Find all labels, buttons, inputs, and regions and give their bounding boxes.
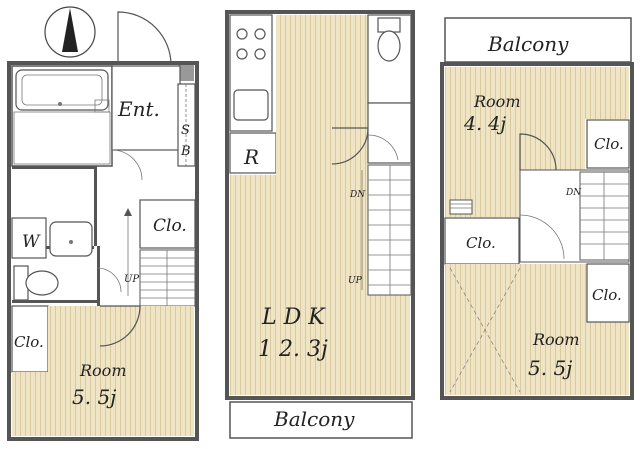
stairs-up — [124, 208, 196, 307]
stairs-dn-label-f3: DN — [565, 188, 582, 198]
stairs-up-label-f2: UP — [348, 276, 363, 286]
floor3-plan — [440, 17, 634, 400]
shoe-box-s-label: S — [181, 123, 190, 138]
washer-label: W — [22, 232, 41, 252]
floor1-plan — [7, 11, 199, 441]
ldk-size: 1 2. 3j — [258, 337, 328, 362]
closet-right-top — [586, 119, 630, 169]
room-size-f1: 5. 5j — [72, 385, 116, 409]
washer-icon — [11, 217, 47, 259]
refrigerator — [229, 132, 277, 174]
bathtub-icon — [15, 69, 109, 111]
room-top-name: Room — [473, 92, 520, 111]
closet-right-bottom-label: Clo. — [592, 286, 622, 304]
balcony-f3 — [444, 17, 632, 63]
closet-top — [139, 199, 196, 249]
room-top-size: 4. 4j — [463, 113, 506, 135]
sink-icon — [233, 89, 269, 121]
closet-top-label: Clo. — [153, 216, 187, 236]
closet-left — [11, 305, 49, 373]
wash-basin-icon — [49, 221, 93, 257]
room-name-f1: Room — [79, 361, 126, 380]
balcony-label-f2: Balcony — [273, 407, 355, 431]
stove-icon — [236, 28, 266, 60]
room-bottom-size: 5. 5j — [528, 356, 572, 380]
shoe-box — [177, 83, 196, 167]
stairs-dn-label-f2: DN — [349, 190, 366, 200]
closet-right-bottom — [586, 263, 630, 323]
room-bottom-name: Room — [532, 330, 579, 349]
entrance-door — [117, 11, 172, 66]
closet-right-top-label: Clo. — [594, 135, 624, 153]
refrigerator-label: R — [243, 145, 259, 169]
toilet-icon — [25, 270, 59, 296]
floor2-plan — [225, 10, 415, 439]
entrance-label: Ent. — [117, 97, 160, 121]
ldk-name: L D K — [261, 305, 326, 330]
stairs-f3 — [579, 171, 630, 261]
closet-middle-label: Clo. — [466, 234, 496, 252]
stairs-up-label-f1: UP — [124, 274, 139, 285]
closet-left-label: Clo. — [14, 333, 44, 351]
toilet-icon-f2 — [377, 30, 401, 62]
north-arrow-icon — [44, 6, 96, 58]
room-floor1 — [48, 306, 194, 436]
stairs-f2 — [361, 164, 412, 296]
balcony-label-f3: Balcony — [487, 32, 569, 56]
shoe-box-b-label: B — [180, 144, 191, 159]
balcony-f2 — [229, 401, 413, 439]
